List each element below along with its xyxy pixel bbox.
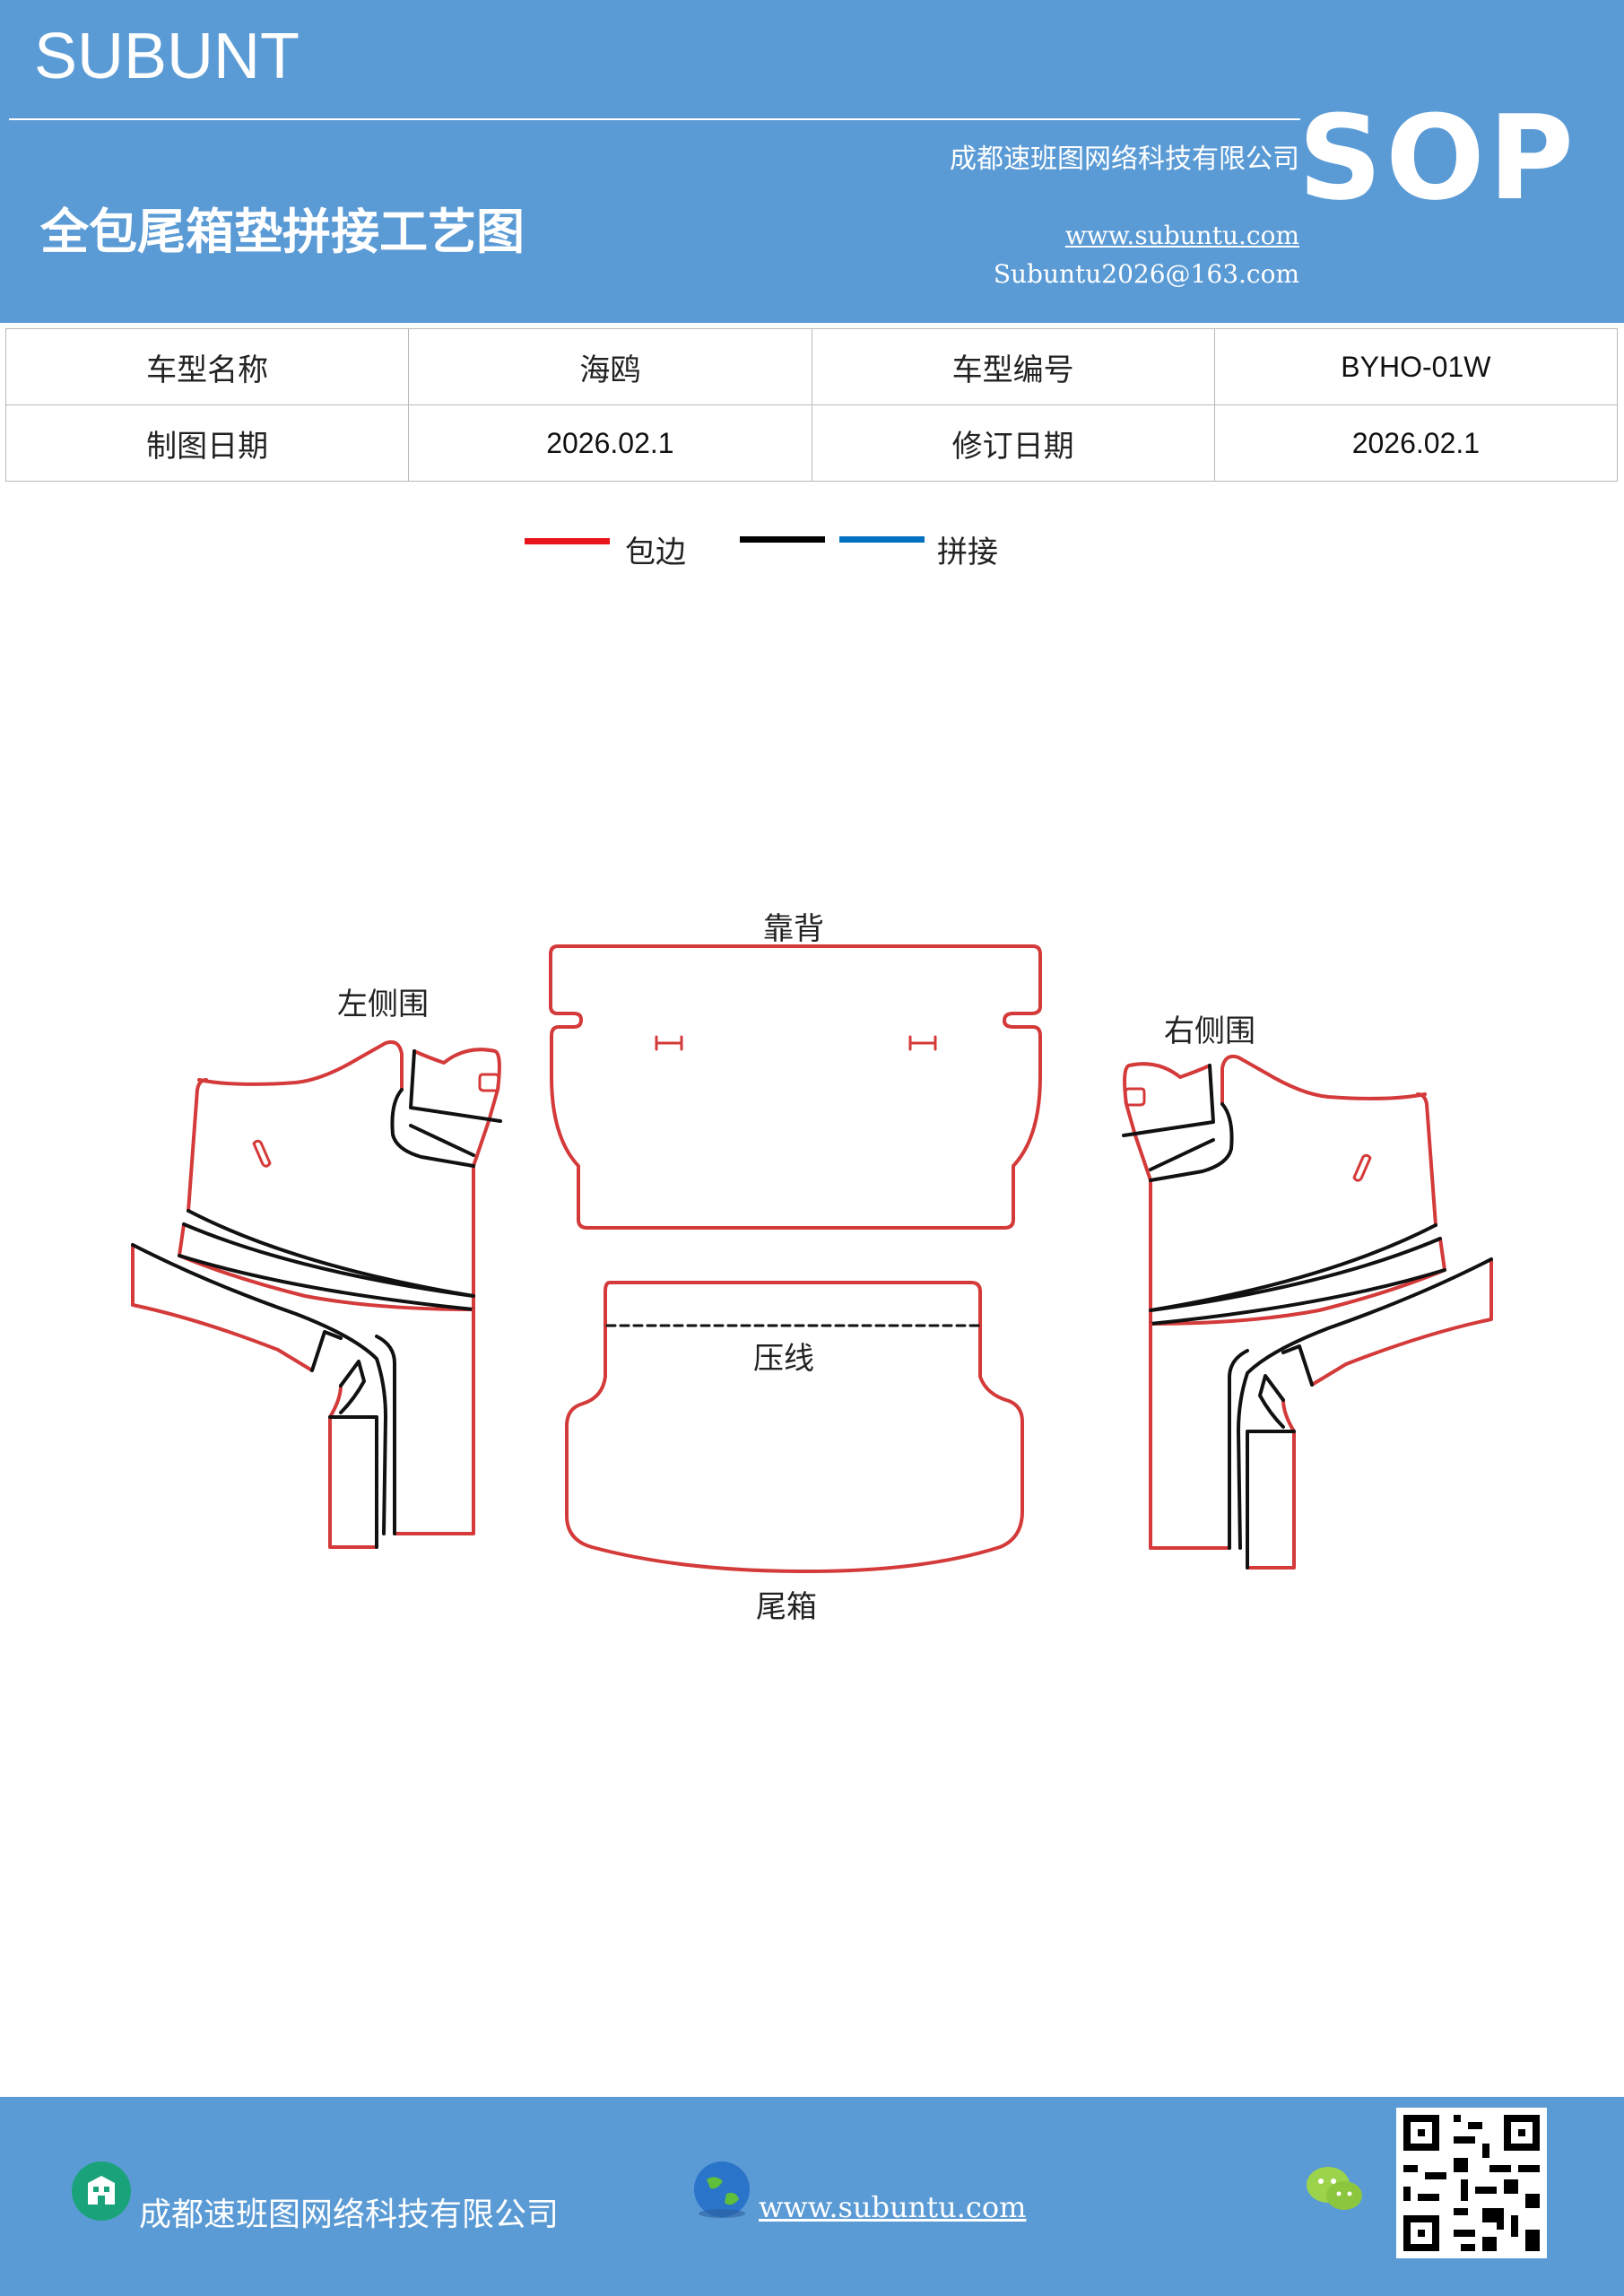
left-panel-upper bbox=[187, 1039, 404, 1213]
email-address: Subuntu2026@163.com bbox=[993, 259, 1299, 289]
page-title: 全包尾箱垫拼接工艺图 bbox=[40, 204, 525, 260]
legend-edge-label: 包边 bbox=[625, 535, 686, 570]
left-panel-upper-seam bbox=[187, 1209, 475, 1298]
company-name: 成都速班图网络科技有限公司 bbox=[950, 144, 1299, 175]
revision-date-value: 2026.02.1 bbox=[1213, 404, 1619, 482]
left-flap bbox=[390, 1049, 502, 1168]
sop-badge: SOP bbox=[1298, 90, 1577, 226]
left-mid-strip-seam bbox=[178, 1222, 475, 1311]
footer-website-link[interactable]: www.subuntu.com bbox=[759, 2190, 1027, 2224]
model-name-label: 车型名称 bbox=[4, 328, 410, 405]
left-mid-strip bbox=[178, 1222, 475, 1311]
website-link[interactable]: www.subuntu.com bbox=[1064, 221, 1299, 250]
footer-company-name: 成都速班图网络科技有限公司 bbox=[139, 2196, 560, 2233]
table-row: 车型名称 海鸥 车型编号 BYHO-01W bbox=[4, 328, 1619, 405]
press-line-label: 压线 bbox=[753, 1341, 814, 1377]
legend-seam-swatch bbox=[839, 536, 925, 543]
vehicle-info-table: 车型名称 海鸥 车型编号 BYHO-01W 制图日期 2026.02.1 修订日… bbox=[4, 328, 1619, 482]
left-lower-outer bbox=[131, 1243, 314, 1372]
left-slot bbox=[252, 1139, 272, 1168]
right-panel-label: 右侧围 bbox=[1164, 1013, 1255, 1049]
left-panel-label: 左侧围 bbox=[337, 987, 429, 1022]
trunk-label: 尾箱 bbox=[756, 1589, 817, 1625]
model-name-value: 海鸥 bbox=[408, 328, 812, 405]
model-code-label: 车型编号 bbox=[811, 328, 1215, 405]
backrest-mark-right bbox=[908, 1035, 937, 1051]
left-lower-leg bbox=[328, 1308, 475, 1549]
building-icon bbox=[72, 2161, 131, 2221]
backrest-panel bbox=[549, 944, 1042, 1230]
globe-icon bbox=[694, 2161, 750, 2218]
legend-seam-label: 拼接 bbox=[937, 535, 998, 570]
brand-name: SUBUNT bbox=[34, 21, 300, 92]
left-lower-leg-seam bbox=[328, 1335, 396, 1549]
header-banner bbox=[0, 0, 1624, 323]
model-code-value: BYHO-01W bbox=[1213, 328, 1619, 405]
left-panel-right-edge bbox=[413, 1048, 501, 1298]
draw-date-label: 制图日期 bbox=[4, 404, 410, 482]
wechat-icon bbox=[1307, 2167, 1362, 2210]
right-side-panel bbox=[1122, 1054, 1493, 1570]
qr-code-icon bbox=[1396, 2108, 1547, 2258]
legend-edge-swatch bbox=[525, 538, 610, 544]
trunk-floor-panel bbox=[565, 1281, 1024, 1573]
draw-date-value: 2026.02.1 bbox=[408, 404, 812, 482]
revision-date-label: 修订日期 bbox=[811, 404, 1215, 482]
left-lower-seam bbox=[131, 1243, 387, 1535]
backrest-mark-left bbox=[655, 1035, 683, 1051]
table-row: 制图日期 2026.02.1 修订日期 2026.02.1 bbox=[4, 404, 1619, 482]
header-divider bbox=[9, 118, 1300, 120]
left-flap-hole bbox=[478, 1073, 500, 1092]
legend-black-swatch bbox=[740, 536, 825, 543]
backrest-label: 靠背 bbox=[763, 911, 824, 947]
